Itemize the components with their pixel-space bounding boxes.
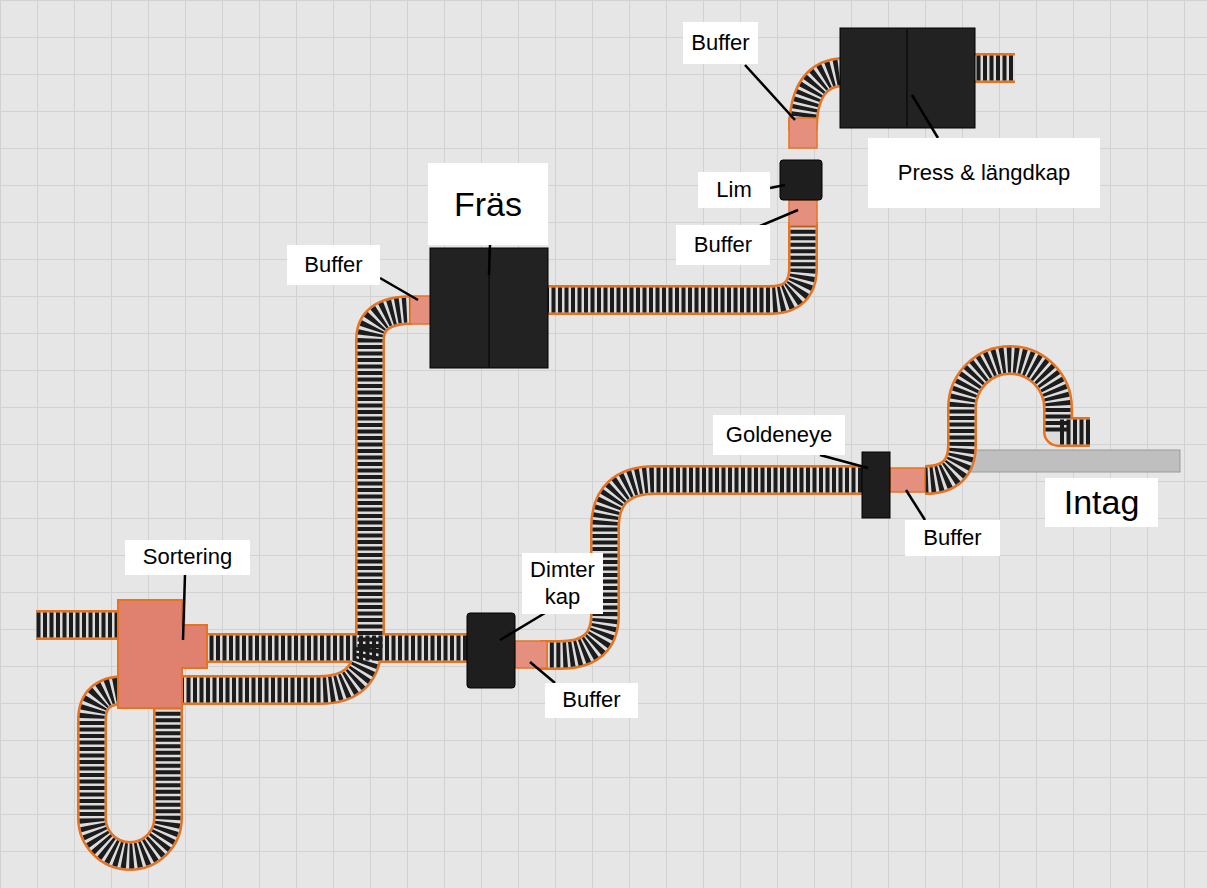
- part-name: Intag: [1064, 482, 1140, 523]
- leader-line: [183, 574, 185, 640]
- part-name: Press & längdkap: [898, 160, 1070, 186]
- callout-label: Press & längdkap: [868, 138, 1100, 208]
- part-name: Goldeneye: [726, 422, 832, 448]
- glue-machine: [780, 160, 822, 200]
- sorting-station: [118, 600, 207, 708]
- leader-line: [489, 245, 490, 275]
- part-name: Buffer: [304, 252, 362, 278]
- callout-label: Dimter kap: [522, 553, 603, 614]
- callout-label: Sortering: [125, 540, 250, 575]
- callout-label: Lim: [698, 172, 770, 208]
- machines: [430, 28, 975, 688]
- leader-line: [912, 95, 938, 138]
- callout-label: Goldeneye: [713, 415, 845, 455]
- callout-label: Buffer: [905, 520, 1000, 556]
- part-name: Lim: [716, 177, 751, 203]
- leader-line: [770, 185, 785, 188]
- buffer-zone: [890, 468, 925, 492]
- callout-label: Fräs: [428, 163, 548, 245]
- part-name: Buffer: [562, 687, 620, 713]
- callout-label: Buffer: [287, 245, 380, 285]
- callout-label: Buffer: [545, 683, 638, 718]
- leader-line: [745, 65, 795, 120]
- part-name: Buffer: [923, 525, 981, 551]
- leader-line: [530, 662, 555, 683]
- leader-line: [906, 490, 925, 520]
- intake-platform: [950, 450, 1180, 472]
- press-machine: [840, 28, 975, 128]
- buffers: [410, 118, 925, 668]
- part-name: Buffer: [694, 232, 752, 258]
- part-name: Dimter kap: [530, 557, 595, 610]
- leader-lines: [183, 65, 938, 683]
- leader-line: [760, 210, 798, 226]
- leader-line: [380, 278, 418, 300]
- goldeneye-machine: [862, 452, 890, 518]
- leader-line: [500, 613, 545, 640]
- callout-label: Buffer: [683, 22, 758, 64]
- callout-label: Buffer: [676, 225, 770, 265]
- dimter-saw-machine: [467, 613, 515, 688]
- part-name: Fräs: [454, 184, 522, 225]
- machine-seam: [906, 28, 908, 128]
- buffer-zone: [789, 118, 817, 148]
- buffer-zone: [410, 296, 432, 324]
- part-name: Sortering: [143, 544, 232, 570]
- leader-line: [820, 455, 868, 468]
- part-name: Buffer: [691, 30, 749, 56]
- callout-label: Intag: [1045, 478, 1158, 527]
